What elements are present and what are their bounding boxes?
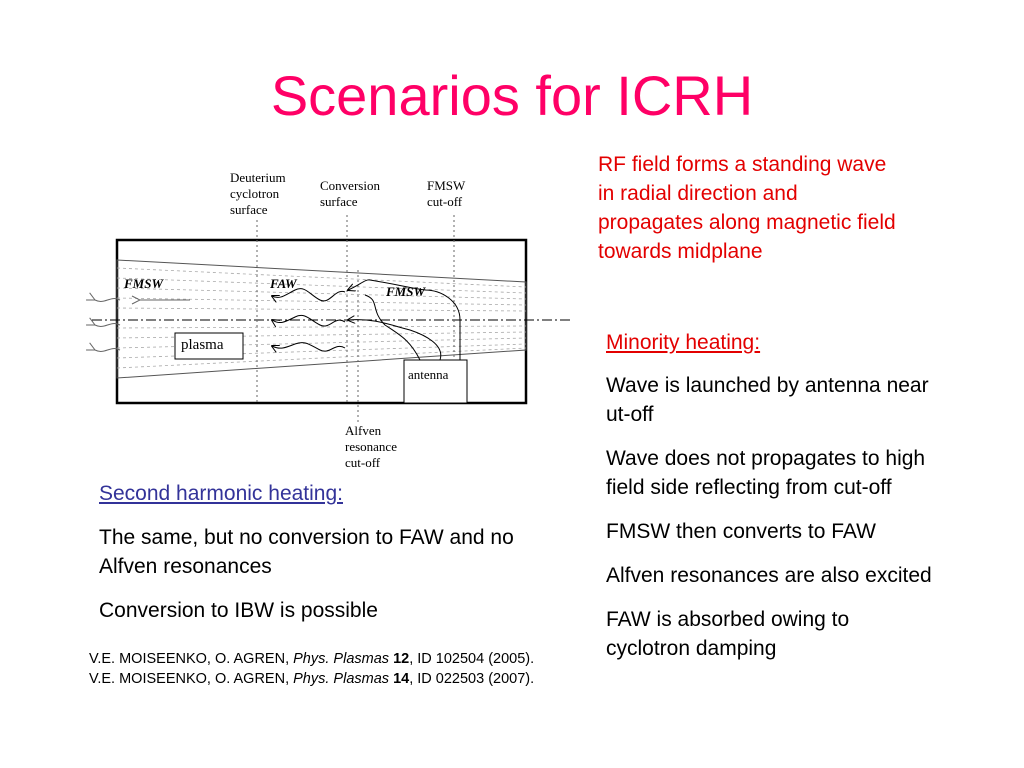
deuterium-label: Deuterium cyclotron surface [230,170,286,217]
ref-volume: 12 [393,651,410,667]
faw-wave-2 [272,314,346,326]
ref-journal: Phys. Plasmas [293,651,390,667]
fmsw-out-1 [95,299,121,302]
minority-item: FMSW then converts to FAW [606,520,876,543]
reference-2: V.E. MOISEENKO, O. AGREN, Phys. Plasmas … [89,669,609,689]
fmsw-left-label: FMSW [124,276,164,291]
minority-heading: Minority heating: [606,331,761,354]
fmsw-out-3 [95,349,121,352]
ref-detail: , ID 022503 (2007). [409,671,535,687]
second-harmonic-section: Second harmonic heating: The same, but n… [99,479,569,640]
minority-item: Wave is launched by antenna near ut-off [606,374,929,426]
diagram-svg [80,215,570,425]
antenna-label: antenna [408,367,449,382]
minority-item: Wave does not propagates to high field s… [606,447,926,499]
ref-volume: 14 [393,671,410,687]
icrh-diagram: Deuterium cyclotron surface Conversion s… [80,160,580,485]
ref-journal: Phys. Plasmas [293,671,390,687]
plasma-label: plasma [181,337,224,353]
ref-detail: , ID 102504 (2005). [409,651,535,667]
minority-item: Alfven resonances are also excited [606,564,932,587]
faw-label: FAW [270,276,297,291]
alfven-label: Alfven resonance cut-off [345,423,397,470]
ref-authors: V.E. MOISEENKO, O. AGREN, [89,671,294,687]
second-harmonic-item: Conversion to IBW is possible [99,599,378,622]
ref-authors: V.E. MOISEENKO, O. AGREN, [89,651,294,667]
second-harmonic-heading: Second harmonic heating: [99,482,343,505]
fmsw-right-label: FMSW [386,284,426,299]
minority-heating-section: Minority heating: Wave is launched by an… [606,328,936,678]
references: V.E. MOISEENKO, O. AGREN, Phys. Plasmas … [89,649,609,689]
fmsw-cutoff-label: FMSW cut-off [427,178,466,209]
plasma-fill-lines [116,267,527,369]
antenna-wave-3 [348,320,442,361]
minority-item: FAW is absorbed owing to cyclotron dampi… [606,608,850,660]
plasma-box [174,332,244,360]
slide-title: Scenarios for ICRH [270,64,754,127]
faw-wave-3 [272,342,346,352]
second-harmonic-item: The same, but no conversion to FAW and n… [99,526,514,578]
reference-1: V.E. MOISEENKO, O. AGREN, Phys. Plasmas … [89,649,609,669]
antenna-box [403,359,468,404]
faw-wave-1 [272,288,346,301]
fmsw-out-2 [95,324,121,327]
antenna-wave-1 [364,294,421,361]
antenna-wave-2 [348,279,461,360]
plasma-wedge [116,259,527,379]
rf-field-description: RF field forms a standing wave in radial… [598,153,896,263]
conversion-label: Conversion surface [320,178,380,209]
